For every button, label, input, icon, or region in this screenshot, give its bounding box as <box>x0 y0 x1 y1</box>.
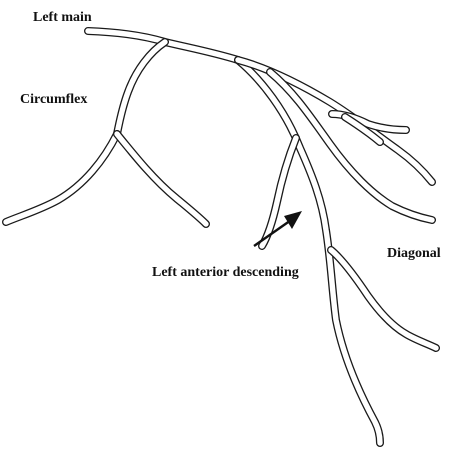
label-left-anterior-descending: Left anterior descending <box>152 266 299 280</box>
label-circumflex: Circumflex <box>20 93 87 107</box>
label-diagonal: Diagonal <box>387 247 441 261</box>
upper-right-branches <box>238 60 432 220</box>
lad-pointer-arrow <box>254 211 302 246</box>
circumflex-artery <box>6 42 206 224</box>
diagonal-artery <box>331 250 436 348</box>
label-left-main: Left main <box>33 11 92 25</box>
